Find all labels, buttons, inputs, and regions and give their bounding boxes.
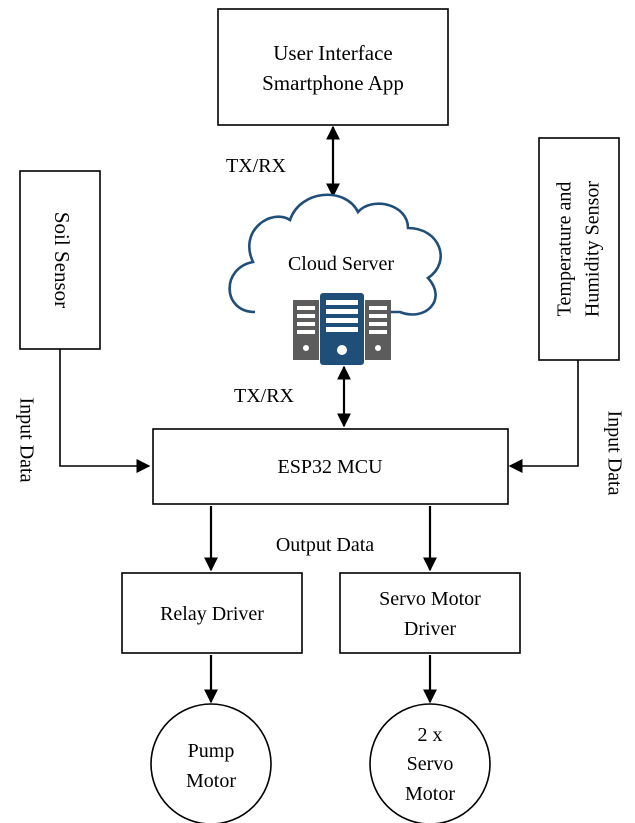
input-data-left-label: Input Data — [15, 398, 37, 483]
servo-motor-label-line-2: Servo — [407, 753, 454, 775]
servo-motor-node: 2 x Servo Motor — [369, 703, 491, 823]
user-interface-label-line-2: Smartphone App — [262, 71, 404, 95]
user-interface-label-line-1: User Interface — [273, 41, 393, 65]
user-interface-node: User Interface Smartphone App — [217, 8, 449, 126]
output-data-label: Output Data — [276, 534, 374, 556]
mcu-node: ESP32 MCU — [152, 428, 509, 505]
mcu-output-links: Output Data — [204, 506, 437, 572]
soil-to-mcu-link: Input Data — [15, 349, 151, 483]
pump-motor-label-line-1: Pump — [188, 740, 235, 762]
soil-sensor-label: Soil Sensor — [50, 212, 74, 308]
temp-humidity-label-line-2: Humidity Sensor — [582, 181, 604, 317]
temp-to-mcu-arrow — [508, 360, 579, 473]
input-data-right-label: Input Data — [603, 411, 625, 496]
relay-driver-label: Relay Driver — [160, 603, 264, 625]
servo-driver-label-line-1: Servo Motor — [379, 588, 481, 610]
app-cloud-link: TX/RX — [226, 125, 340, 198]
soil-to-mcu-arrow — [59, 349, 151, 473]
temp-humidity-label-line-1: Temperature and — [554, 182, 576, 317]
pump-motor-node: Pump Motor — [150, 703, 272, 823]
cloud-server-label: Cloud Server — [288, 253, 394, 275]
servo-motor-label-line-3: Motor — [405, 783, 455, 805]
app-cloud-link-label: TX/RX — [226, 155, 287, 177]
cloud-icon — [228, 193, 442, 316]
driver-motor-links — [204, 655, 437, 704]
temp-to-mcu-link: Input Data — [508, 360, 625, 496]
cloud-server-node: Cloud Server — [228, 193, 442, 365]
relay-driver-node: Relay Driver — [121, 572, 303, 654]
temp-humidity-sensor-node: Temperature and Humidity Sensor — [538, 137, 620, 361]
cloud-mcu-link: TX/RX — [234, 365, 351, 428]
cloud-mcu-link-label: TX/RX — [234, 385, 295, 407]
servo-driver-node: Servo Motor Driver — [339, 572, 521, 654]
pump-motor-label-line-2: Motor — [186, 770, 236, 792]
soil-sensor-node: Soil Sensor — [19, 170, 101, 350]
servo-motor-label-line-1: 2 x — [418, 724, 443, 746]
mcu-label: ESP32 MCU — [277, 456, 383, 478]
server-rack-icon — [293, 293, 391, 365]
servo-driver-label-line-2: Driver — [404, 618, 457, 640]
